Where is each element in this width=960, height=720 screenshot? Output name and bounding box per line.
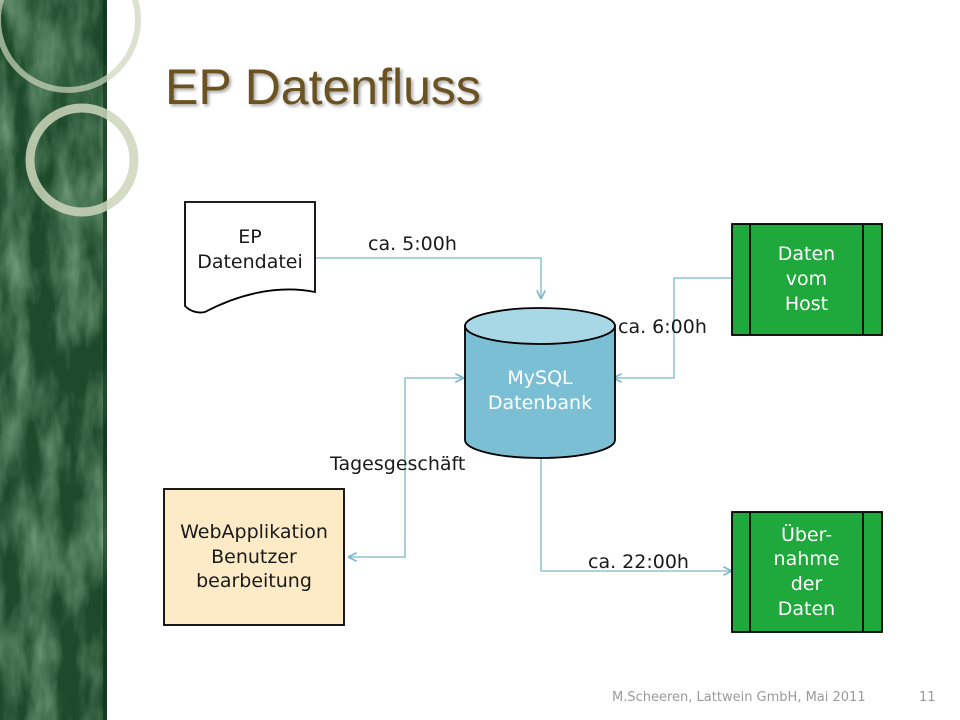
connectors [315,257,732,571]
webapp-line-2: Benutzer [211,545,297,568]
ep-datendatei-line-2: Datendatei [197,251,303,273]
edge-label-db-to-uebernahme: ca. 22:00h [588,551,689,573]
ep-datendatei-label: EP Datendatei [185,212,315,288]
uebernahme-label: Über- nahme der Daten [750,512,863,632]
connector-db-webapp [349,378,463,557]
slide-title: EP Datenfluss [165,59,481,115]
webapplikation-label: WebApplikation Benutzer bearbeitung [164,489,344,625]
connector-db-to-uebernahme [540,458,731,571]
uebernahme-line-2: nahme [773,548,840,571]
uebernahme-line-1: Über- [780,523,833,546]
footer-text: M.Scheeren, Lattwein GmbH, Mai 2011 [612,690,866,705]
mysql-cylinder-shape [464,307,616,459]
mysql-datenbank-label: MySQL Datenbank [465,346,615,436]
page-number: 11 [919,690,936,705]
uebernahme-line-3: der [790,573,823,595]
connector-datei-to-db [315,257,541,298]
decorative-rings [0,0,141,217]
host-line-1: Daten [777,243,836,266]
host-line-2: vom [785,268,828,291]
mysql-line-1: MySQL [507,367,573,390]
daten-vom-host-process-shape [731,223,883,336]
webapp-line-1: WebApplikation [180,520,328,543]
host-line-3: Host [784,292,829,315]
edge-label-host-to-db: ca. 6:00h [618,316,707,338]
ep-datendatei-document-shape [184,201,316,314]
uebernahme-line-4: Daten [777,597,836,620]
webapplikation-box-shape [163,488,345,626]
edge-label-db-webapp: Tagesgeschäft [330,453,466,475]
edge-label-datei-to-db: ca. 5:00h [368,233,457,255]
webapp-line-3: bearbeitung [196,570,312,593]
uebernahme-process-shape [731,511,883,633]
mysql-line-2: Datenbank [487,392,593,414]
connector-host-to-db [614,277,732,378]
ep-datendatei-line-1: EP [238,226,262,249]
daten-vom-host-label: Daten vom Host [750,224,863,335]
